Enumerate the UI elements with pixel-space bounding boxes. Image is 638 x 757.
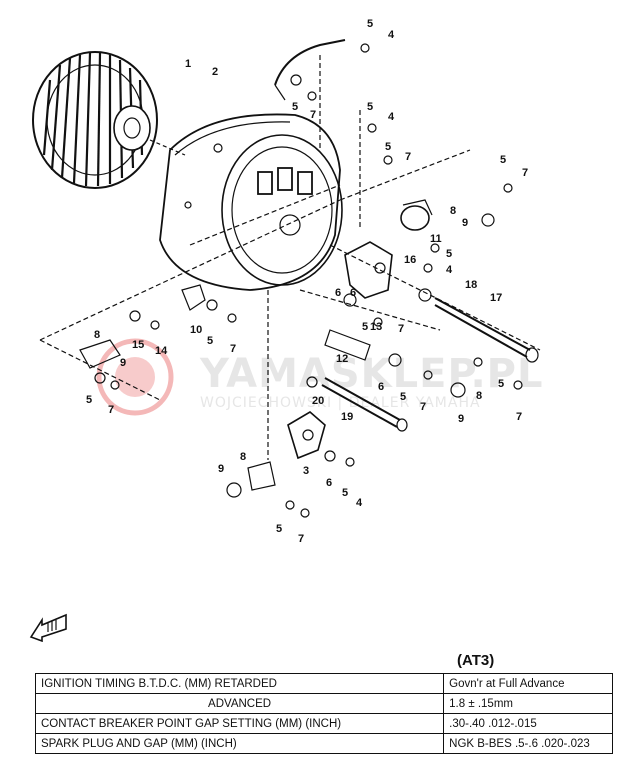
callout-7: 7 [516, 411, 522, 423]
callout-5: 5 [367, 101, 373, 113]
model-label: (AT3) [457, 652, 495, 669]
callout-10: 10 [190, 324, 202, 336]
callout-9: 9 [462, 217, 468, 229]
rotor-part [32, 51, 186, 189]
watermark-logo-icon [96, 338, 174, 416]
callout-1: 1 [185, 58, 191, 70]
callout-4: 4 [388, 111, 395, 123]
callout-5: 5 [207, 335, 213, 347]
callout-5: 5 [292, 101, 298, 113]
callout-labels: 1 2 3 4 5 6 7 8 9 10 11 12 13 14 15 16 1… [86, 18, 528, 545]
spec-value: 1.8 ± .15mm [443, 693, 613, 714]
spec-table: IGNITION TIMING B.T.D.C. (MM) RETARDED G… [34, 673, 613, 754]
callout-6: 6 [378, 381, 384, 393]
callout-4: 4 [388, 29, 395, 41]
callout-4: 4 [356, 497, 363, 509]
callout-5: 5 [385, 141, 391, 153]
callout-5: 5 [362, 321, 368, 333]
fwd-arrow-icon [29, 613, 67, 642]
callout-4: 4 [446, 264, 453, 276]
callout-7: 7 [420, 401, 426, 413]
callout-5: 5 [446, 248, 452, 260]
callout-5: 5 [276, 523, 282, 535]
callout-2: 2 [212, 66, 218, 78]
table-row: CONTACT BREAKER POINT GAP SETTING (MM) (… [34, 713, 613, 734]
callout-15: 15 [132, 339, 144, 351]
callout-14: 14 [155, 345, 168, 357]
callout-19: 19 [341, 411, 353, 423]
callout-9: 9 [218, 463, 224, 475]
callout-16: 16 [404, 254, 416, 266]
callout-7: 7 [310, 109, 316, 121]
spec-param: IGNITION TIMING B.T.D.C. (MM) RETARDED [34, 673, 445, 694]
callout-5: 5 [400, 391, 406, 403]
watermark-brand: YAMASKLEP.PL [199, 351, 543, 397]
callout-8: 8 [476, 390, 482, 402]
callout-11: 11 [430, 233, 442, 245]
callout-5: 5 [342, 487, 348, 499]
callout-7: 7 [108, 404, 114, 416]
callout-9: 9 [120, 357, 126, 369]
callout-5: 5 [500, 154, 506, 166]
callout-5: 5 [86, 394, 92, 406]
watermark-subline: WOJCIECHOWSKI | DEALER YAMAHA [200, 395, 481, 411]
callout-5: 5 [498, 378, 504, 390]
callout-7: 7 [298, 533, 304, 545]
callout-6: 6 [350, 287, 356, 299]
callout-7: 7 [522, 167, 528, 179]
callout-20: 20 [312, 395, 324, 407]
spec-param: SPARK PLUG AND GAP (MM) (INCH) [34, 733, 445, 754]
callout-8: 8 [240, 451, 246, 463]
callout-7: 7 [230, 343, 236, 355]
assembly-lines [39, 55, 541, 460]
exploded-parts-diagram: YAMASKLEP.PL WOJCIECHOWSKI | DEALER YAMA… [32, 18, 543, 545]
spec-param: ADVANCED [34, 693, 445, 714]
callout-17: 17 [490, 292, 502, 304]
callout-3: 3 [303, 465, 309, 477]
spec-value: NGK B-BES .5-.6 .020-.023 [443, 733, 613, 754]
stator-housing-part [159, 113, 343, 291]
callout-7: 7 [398, 323, 404, 335]
spec-value: Govn'r at Full Advance [443, 673, 613, 694]
callout-6: 6 [335, 287, 341, 299]
watermark: YAMASKLEP.PL WOJCIECHOWSKI | DEALER YAMA… [96, 338, 543, 416]
callout-12: 12 [336, 353, 348, 365]
callout-5: 5 [367, 18, 373, 30]
callout-8: 8 [94, 329, 100, 341]
table-row: ADVANCED 1.8 ± .15mm [34, 693, 613, 714]
callout-13: 13 [370, 321, 382, 333]
callout-9: 9 [458, 413, 464, 425]
table-row: SPARK PLUG AND GAP (MM) (INCH) NGK B-BES… [34, 733, 613, 754]
callout-7: 7 [405, 151, 411, 163]
spec-param: CONTACT BREAKER POINT GAP SETTING (MM) (… [34, 713, 445, 734]
callout-6: 6 [326, 477, 332, 489]
table-row: IGNITION TIMING B.T.D.C. (MM) RETARDED G… [34, 673, 613, 694]
spec-value: .30-.40 .012-.015 [443, 713, 613, 734]
callout-8: 8 [450, 205, 456, 217]
callout-18: 18 [465, 279, 477, 291]
